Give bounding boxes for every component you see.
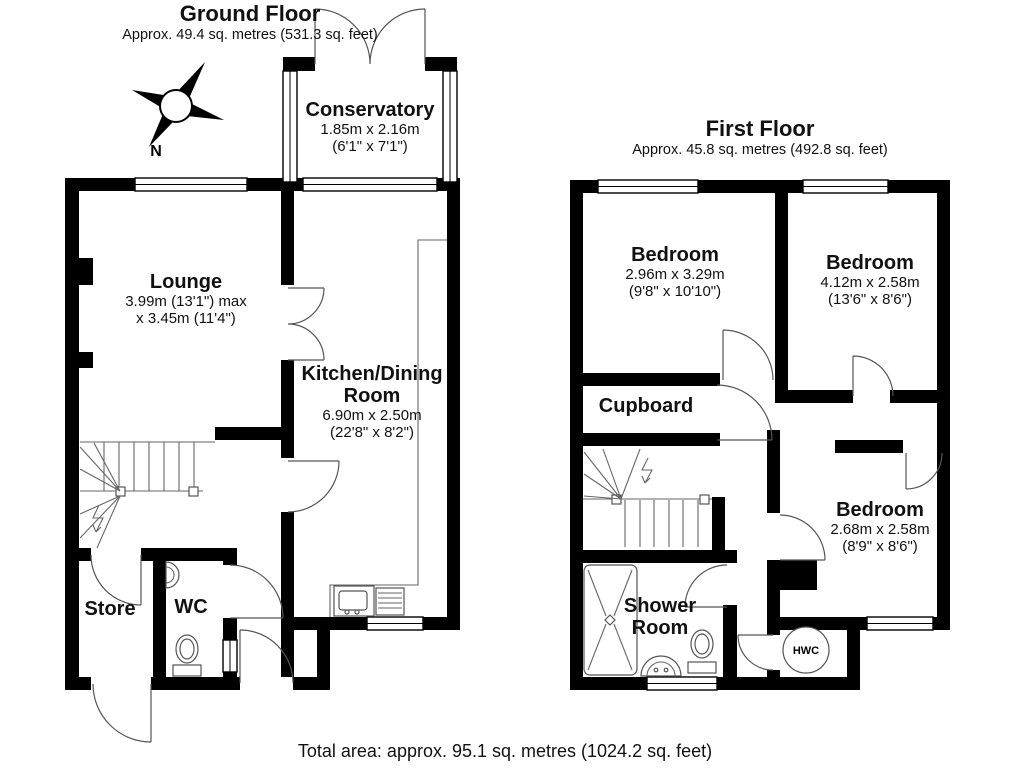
shower-tray-icon (583, 564, 638, 676)
store-door (90, 554, 142, 606)
gf-fixtures (165, 239, 447, 677)
bedroom1-door (722, 329, 774, 381)
kitchen-counter (329, 239, 447, 617)
bedroom2-window (802, 179, 889, 194)
lounge-kitchen-double-door (287, 287, 325, 361)
ground-floor-title: Ground Floor (179, 1, 321, 26)
front-door (92, 683, 152, 743)
gf-doors (90, 8, 426, 743)
patio-door-window (302, 177, 438, 192)
shower-room-label: Shower Room (623, 595, 697, 639)
cupboard-door (716, 384, 773, 441)
wc-door (229, 564, 284, 619)
shower-basin-icon (640, 655, 682, 677)
conservatory-label: Conservatory 1.85m x 2.16m (6'1" x 7'1") (305, 99, 435, 155)
ff-fixtures: HWC (583, 564, 830, 677)
ff-walls (570, 180, 950, 690)
hwc-label: HWC (793, 645, 819, 657)
shower-room-window (646, 676, 718, 691)
first-floor-area: Approx. 45.8 sq. metres (492.8 sq. feet) (632, 142, 888, 158)
bedroom3-door (905, 452, 943, 490)
kitchen-sink-icon (333, 585, 405, 617)
wc-label: WC (174, 596, 208, 618)
lounge-window (134, 177, 248, 192)
cupboard-label: Cupboard (598, 395, 694, 417)
ff-windows (597, 179, 934, 691)
bedroom1-window (597, 179, 699, 194)
gf-windows (134, 70, 458, 673)
first-floor-title: First Floor (705, 116, 815, 141)
kitchen-window (366, 616, 424, 631)
stairs-direction-arrow-ff (641, 457, 653, 484)
shower-toilet-icon (687, 629, 717, 674)
hwc-cylinder: HWC (782, 626, 830, 674)
bedroom3-label: Bedroom 2.68m x 2.58m (8'9" x 8'6") (830, 499, 930, 555)
store-label: Store (84, 598, 136, 620)
total-area-text: Total area: approx. 95.1 sq. metres (102… (297, 741, 713, 761)
first-floor-plan: HWC (570, 179, 950, 691)
ground-floor-plan: N (65, 8, 460, 743)
conservatory-window-left (282, 70, 298, 183)
conservatory-french-doors (314, 8, 426, 65)
compass-hub (159, 89, 193, 123)
bedroom2-label: Bedroom 4.12m x 2.58m (13'6" x 8'6") (820, 252, 920, 308)
hwc-cupboard-door (737, 634, 774, 671)
back-door (239, 629, 294, 684)
bedroom2-door (852, 355, 894, 397)
shower-room-door (684, 564, 728, 608)
bedroom3-window (866, 616, 934, 631)
kitchen-dining-label: Kitchen/Dining Room 6.90m x 2.50m (22'8"… (301, 363, 443, 441)
landing-door (779, 514, 826, 561)
stairs-direction-arrow (92, 504, 104, 533)
compass-north-label: N (150, 143, 162, 160)
wc-window (222, 639, 238, 673)
lounge-label: Lounge 3.99m (13'1") max x 3.45m (11'4") (125, 271, 247, 327)
conservatory-window-right (442, 70, 458, 183)
ground-floor-area: Approx. 49.4 sq. metres (531.3 sq. feet) (122, 27, 378, 43)
ff-stairs (583, 448, 712, 547)
wc-basin-icon (165, 561, 180, 589)
gf-stairs (79, 441, 215, 549)
ff-doors (684, 329, 943, 671)
hwc-circle (782, 626, 830, 674)
wc-toilet-icon (172, 634, 202, 677)
compass-rose: N (132, 62, 224, 160)
bedroom1-label: Bedroom 2.96m x 3.29m (9'8" x 10'10") (625, 244, 725, 300)
kitchen-hall-door (287, 460, 340, 513)
gf-walls (65, 57, 460, 690)
